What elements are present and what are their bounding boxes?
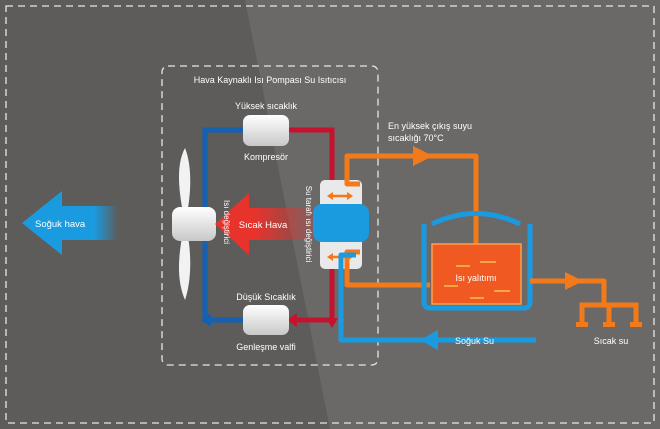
insulation-label: Isı yalıtımı (455, 273, 496, 283)
outer-frame (5, 5, 655, 424)
exchanger-flow-arrow (327, 192, 333, 200)
expansion-valve-label: Genleşme valfi (236, 342, 296, 352)
max-outlet-label: En yüksek çıkış suyu (388, 121, 472, 131)
tap-outlet (576, 322, 588, 327)
compressor-box (243, 115, 289, 146)
unit-title: Hava Kaynaklı Isı Pompası Su Isıtıcısı (194, 75, 347, 85)
refrigerant-arrow-left-red (287, 313, 297, 327)
refrigerant-arrow-down (326, 318, 338, 328)
cold-water-label: Soğuk Su (455, 336, 494, 346)
hot-water-label: Sıcak su (594, 336, 629, 346)
high-temp-label: Yüksek sıcaklık (235, 101, 298, 111)
hot-water-flow-arrow (413, 146, 433, 166)
tap-outlet (603, 322, 615, 327)
hot-air-arrow (215, 193, 315, 255)
refrigerant-arrow-left (201, 313, 211, 327)
tank-shell (421, 224, 533, 311)
hot-water-supply-line (344, 153, 479, 256)
cold-air-arrow (22, 191, 118, 255)
water-exchanger-core (313, 204, 369, 242)
cold-water-line (338, 252, 458, 343)
exchanger-flow-arrow (347, 192, 353, 200)
fan-blade-bottom (178, 222, 191, 300)
water-return-line (344, 249, 430, 288)
hot-water-outlet-line (530, 278, 607, 305)
cold-water-arrow (420, 330, 438, 350)
tap-outlet (630, 322, 642, 327)
air-exchanger-label: Isı değiştirici (222, 200, 231, 244)
fan-hub (172, 207, 216, 241)
water-exchanger-label: Su tarafı ısı değiştirici (304, 186, 313, 263)
exchanger-flow-arrow (327, 253, 333, 261)
fan-blade-top (178, 148, 191, 222)
hot-air-label: Sıcak Hava (239, 220, 288, 231)
expansion-valve-box (243, 305, 289, 335)
max-outlet-label: sıcaklığı 70°C (388, 133, 444, 143)
cold-air-label: Soğuk hava (35, 219, 86, 230)
low-temp-label: Düşük Sıcaklık (236, 292, 296, 302)
tank-lid (430, 211, 522, 227)
heat-pump-frame (161, 65, 379, 366)
tank-water (431, 243, 522, 305)
compressor-label: Kompresör (244, 152, 288, 162)
hot-water-outlet-arrow (565, 272, 583, 290)
